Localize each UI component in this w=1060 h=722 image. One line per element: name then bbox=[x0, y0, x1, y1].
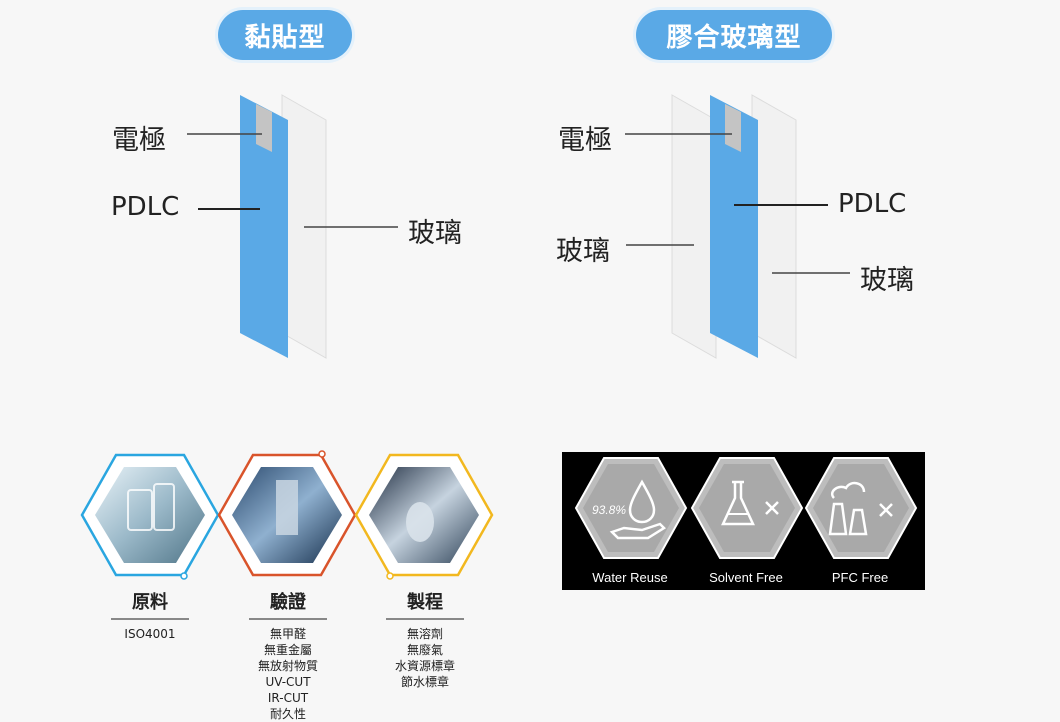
right-pdlc-label: PDLC bbox=[838, 189, 907, 219]
left-electrode bbox=[256, 104, 272, 152]
left-pdlc-layer bbox=[240, 95, 288, 358]
manufacturing-title: 製程 bbox=[386, 588, 464, 620]
layer-diagrams bbox=[187, 94, 850, 359]
right-electrode-label: 電極 bbox=[558, 125, 612, 156]
list-item: 水資源標章 bbox=[394, 659, 455, 673]
water-reuse-percent: 93.8% bbox=[592, 503, 626, 517]
right-glass-back bbox=[671, 94, 717, 359]
raw-material-caption: 原料 ISO4001 bbox=[111, 588, 189, 642]
factory-x-icon bbox=[828, 481, 893, 536]
verification-caption: 驗證 無甲醛 無重金屬 無放射物質 UV-CUT IR-CUT 耐久性 bbox=[249, 588, 327, 722]
list-item: IR-CUT bbox=[267, 691, 309, 705]
list-item: 無放射物質 bbox=[257, 659, 318, 673]
raw-material-items: ISO4001 bbox=[111, 626, 189, 642]
list-item: ISO4001 bbox=[124, 627, 176, 641]
raw-material-image bbox=[95, 467, 205, 563]
left-electrode-label: 電極 bbox=[112, 125, 166, 156]
right-electrode bbox=[725, 104, 741, 152]
manufacturing-caption: 製程 無溶劑 無廢氣 水資源標章 節水標章 bbox=[386, 588, 464, 690]
water-reuse-label: Water Reuse bbox=[592, 570, 668, 585]
verification-title: 驗證 bbox=[249, 588, 327, 620]
raw-material-title: 原料 bbox=[111, 588, 189, 620]
pfc-free-label: PFC Free bbox=[831, 570, 889, 585]
manufacturing-items: 無溶劑 無廢氣 水資源標章 節水標章 bbox=[386, 626, 464, 690]
list-item: 無重金屬 bbox=[263, 643, 312, 657]
adhesive-type-title: 黏貼型 bbox=[218, 10, 352, 60]
left-glass-label: 玻璃 bbox=[408, 218, 462, 249]
list-item: 節水標章 bbox=[400, 675, 449, 689]
laminated-glass-type-title: 膠合玻璃型 bbox=[636, 10, 832, 60]
verification-items: 無甲醛 無重金屬 無放射物質 UV-CUT IR-CUT 耐久性 bbox=[249, 626, 327, 722]
list-item: 無甲醛 bbox=[269, 627, 306, 641]
right-glass-right-label: 玻璃 bbox=[860, 265, 914, 296]
list-item: UV-CUT bbox=[265, 675, 311, 689]
right-pdlc-layer bbox=[710, 95, 758, 358]
left-pdlc-label: PDLC bbox=[111, 192, 180, 222]
eco-badges-panel: 93.8% Water Reuse Solvent Free PFC Free bbox=[562, 452, 925, 590]
list-item: 無廢氣 bbox=[406, 643, 443, 657]
solvent-free-label: Solvent Free bbox=[709, 570, 783, 585]
eco-badges-graphic: 93.8% bbox=[574, 457, 918, 559]
list-item: 無溶劑 bbox=[406, 627, 443, 641]
water-drop-hand-icon bbox=[609, 479, 666, 540]
right-glass-left-label: 玻璃 bbox=[556, 236, 610, 267]
flask-x-icon bbox=[721, 480, 779, 526]
list-item: 耐久性 bbox=[269, 707, 306, 721]
